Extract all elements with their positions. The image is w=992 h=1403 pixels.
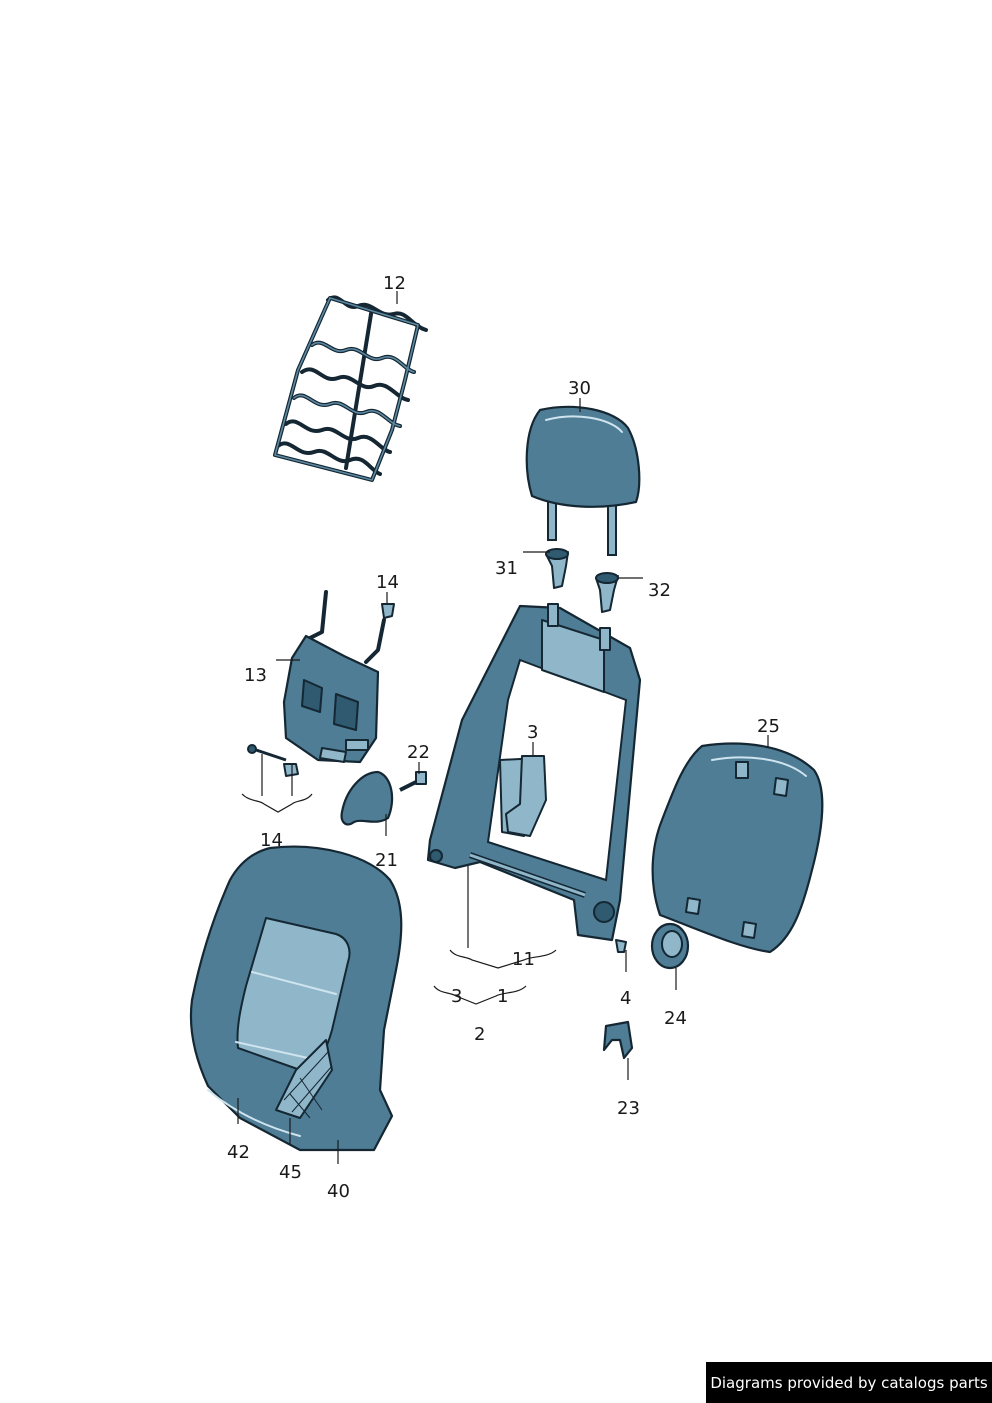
grommet-part-24[interactable] [650, 922, 690, 970]
callout-14-lower: 14 [260, 830, 283, 851]
guide-sleeve-part-31[interactable] [545, 548, 569, 589]
callout-31: 31 [495, 558, 518, 579]
callout-23: 23 [617, 1098, 640, 1119]
callout-42: 42 [227, 1142, 250, 1163]
leader-lines [237, 291, 769, 1164]
bolt-part-22[interactable] [399, 771, 427, 792]
callout-14-upper: 14 [376, 572, 399, 593]
wire-spring-mat-part-12[interactable] [273, 295, 428, 482]
guide-sleeve-part-32[interactable] [595, 572, 619, 613]
callout-22: 22 [407, 742, 430, 763]
callout-3-lower: 3 [451, 986, 463, 1007]
callout-3-upper: 3 [527, 722, 539, 743]
clip-part-14-upper[interactable] [381, 603, 395, 619]
lumbar-support-part-13[interactable] [282, 590, 386, 764]
callout-11: 11 [512, 949, 535, 970]
screw-and-nut-part-14-lower[interactable] [247, 744, 299, 777]
head-restraint-part-30[interactable] [525, 405, 641, 556]
callout-12: 12 [383, 273, 406, 294]
callout-40: 40 [327, 1181, 350, 1202]
callout-25: 25 [757, 716, 780, 737]
callout-13: 13 [244, 665, 267, 686]
footer-credit-banner: Diagrams provided by catalogs parts [706, 1362, 992, 1403]
callout-21: 21 [375, 850, 398, 871]
actuator-part-3[interactable] [505, 755, 547, 837]
clip-part-23[interactable] [602, 1020, 634, 1060]
callout-1: 1 [497, 986, 509, 1007]
footer-credit-text: Diagrams provided by catalogs parts [710, 1373, 988, 1392]
rear-panel-part-25[interactable] [651, 742, 824, 954]
backrest-cover-part-40[interactable] [189, 845, 403, 1152]
callout-24: 24 [664, 1008, 687, 1029]
backrest-cover-trim-part-42[interactable] [207, 1089, 301, 1137]
callout-30: 30 [568, 378, 591, 399]
callout-32: 32 [648, 580, 671, 601]
cover-cap-part-21[interactable] [340, 770, 394, 826]
callout-45: 45 [279, 1162, 302, 1183]
screw-part-4[interactable] [615, 939, 627, 953]
mesh-insert-part-45[interactable] [275, 1039, 333, 1119]
callout-2: 2 [474, 1024, 486, 1045]
callout-4: 4 [620, 988, 632, 1009]
